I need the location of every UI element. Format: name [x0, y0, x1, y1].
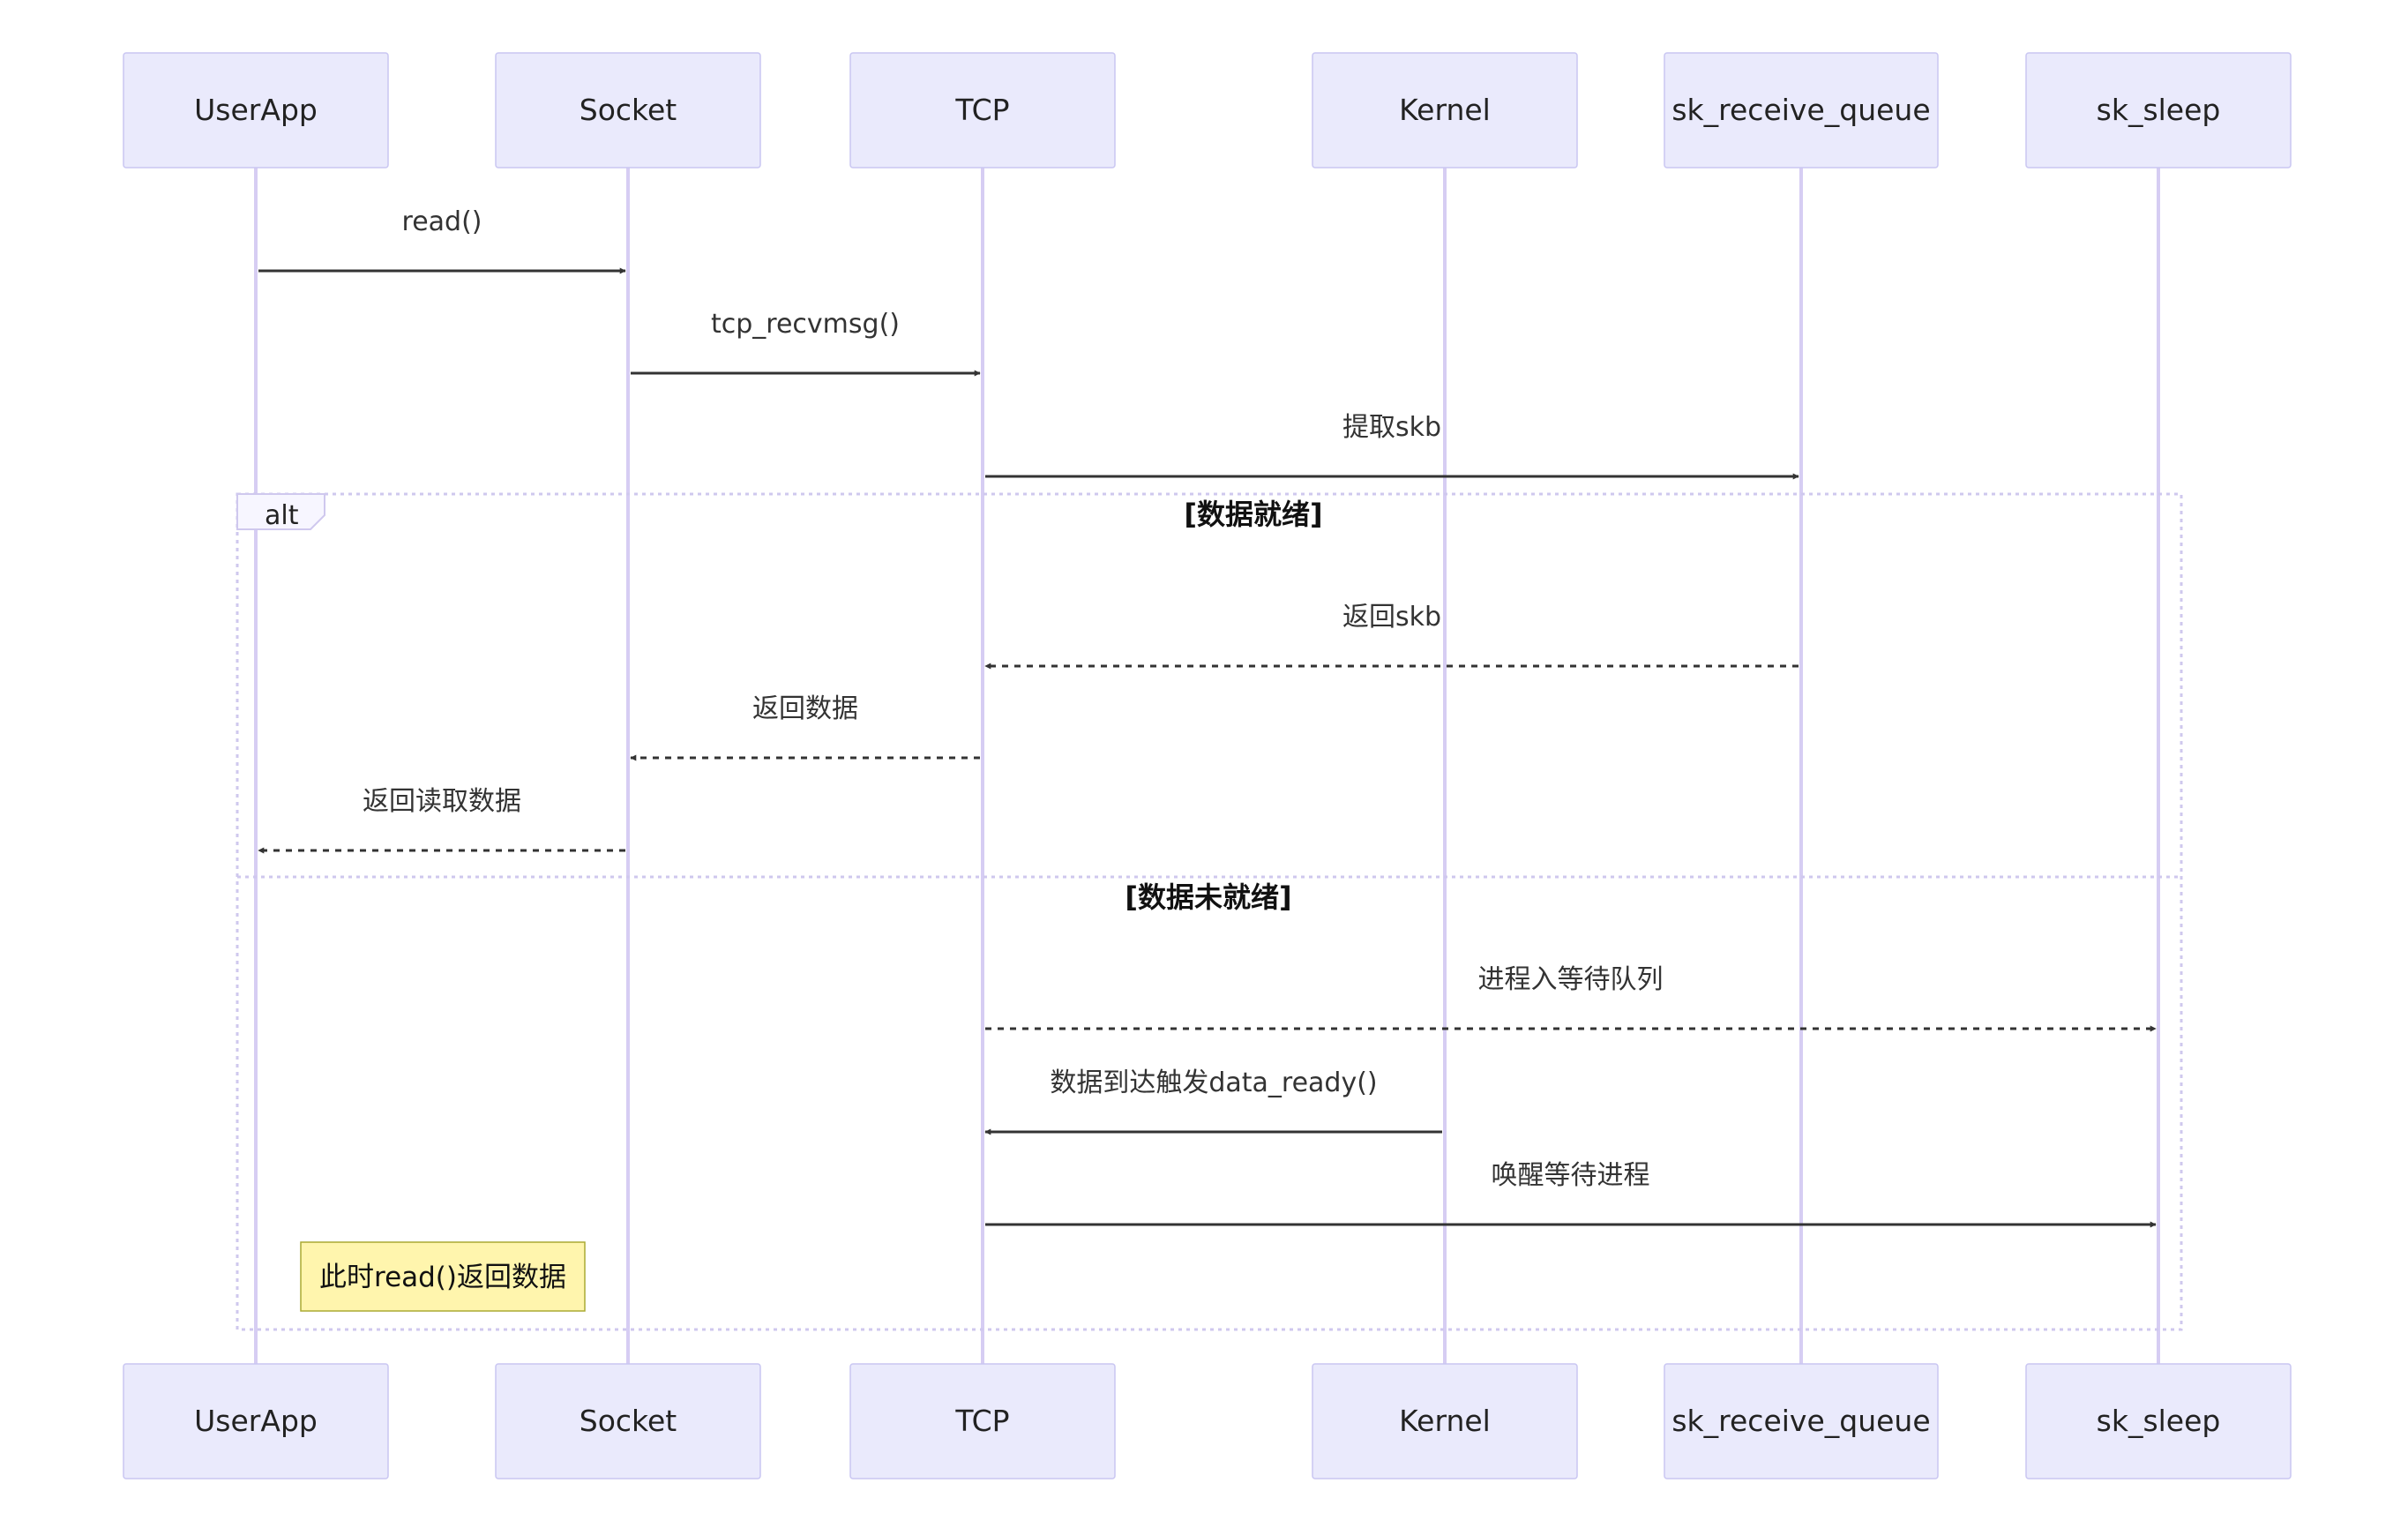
message-label: tcp_recvmsg()	[711, 309, 900, 340]
message-1: tcp_recvmsg()	[631, 309, 981, 377]
message-2: 提取skb	[985, 412, 1799, 480]
participant-label: sk_receive_queue	[1671, 1404, 1930, 1438]
message-7: 数据到达触发data_ready()	[984, 1067, 1442, 1135]
participant-top-sk_receive_queue: sk_receive_queue	[1664, 52, 1939, 169]
participant-label: UserApp	[194, 1404, 318, 1438]
participant-box	[849, 52, 1116, 169]
participant-box	[2025, 52, 2292, 169]
message-3: 返回skb	[984, 602, 1799, 670]
alt-frame-tab	[236, 493, 325, 530]
participant-bottom-TCP: TCP	[849, 1363, 1116, 1479]
participant-box	[123, 52, 389, 169]
alt-frame: alt [数据就绪] [数据未就绪]	[236, 492, 2183, 1331]
participant-top-UserApp: UserApp	[123, 52, 389, 169]
participant-bottom-sk_receive_queue: sk_receive_queue	[1664, 1363, 1939, 1479]
alt-frame-tag: alt	[265, 500, 299, 531]
participant-box	[495, 1363, 761, 1479]
message-6: 进程入等待队列	[985, 964, 2157, 1032]
participant-box	[1312, 1363, 1578, 1479]
participant-box	[1312, 52, 1578, 169]
message-8: 唤醒等待进程	[985, 1160, 2157, 1228]
participant-bottom-sk_sleep: sk_sleep	[2025, 1363, 2292, 1479]
message-4: 返回数据	[630, 693, 980, 761]
participant-top-Socket: Socket	[495, 52, 761, 169]
message-label: 返回skb	[1342, 602, 1441, 633]
alt-frame-border	[236, 492, 2183, 1331]
participant-bottom-Kernel: Kernel	[1312, 1363, 1578, 1479]
participant-top-TCP: TCP	[849, 52, 1116, 169]
message-label: 返回读取数据	[363, 786, 521, 817]
participant-label: sk_sleep	[2097, 93, 2221, 127]
participant-label: sk_receive_queue	[1671, 93, 1930, 127]
note: 此时read()返回数据	[300, 1241, 586, 1312]
message-label: read()	[402, 206, 482, 237]
participant-label: UserApp	[194, 93, 318, 127]
participant-box	[1664, 52, 1939, 169]
participant-label: Kernel	[1399, 1404, 1491, 1438]
participant-label: Socket	[580, 93, 677, 127]
participant-label: TCP	[954, 1404, 1009, 1438]
participant-box	[123, 1363, 389, 1479]
message-label: 唤醒等待进程	[1492, 1160, 1650, 1191]
participant-label: Kernel	[1399, 93, 1491, 127]
note-box	[300, 1241, 586, 1312]
participant-label: sk_sleep	[2097, 1404, 2221, 1438]
message-0: read()	[258, 206, 626, 274]
message-label: 返回数据	[752, 693, 858, 724]
message-5: 返回读取数据	[258, 786, 625, 854]
participant-bottom-Socket: Socket	[495, 1363, 761, 1479]
alt-condition-ready: [数据就绪]	[1184, 498, 1322, 531]
note-text: 此时read()返回数据	[319, 1262, 566, 1293]
participant-bottom-UserApp: UserApp	[123, 1363, 389, 1479]
message-label: 进程入等待队列	[1478, 964, 1664, 995]
participant-box	[495, 52, 761, 169]
participant-label: TCP	[954, 93, 1009, 127]
participant-label: Socket	[580, 1404, 677, 1438]
participant-box	[849, 1363, 1116, 1479]
message-label: 提取skb	[1342, 412, 1441, 443]
alt-condition-not-ready: [数据未就绪]	[1125, 880, 1291, 914]
message-label: 数据到达触发data_ready()	[1050, 1067, 1377, 1098]
participant-box	[1664, 1363, 1939, 1479]
participant-top-sk_sleep: sk_sleep	[2025, 52, 2292, 169]
participant-box	[2025, 1363, 2292, 1479]
participant-top-Kernel: Kernel	[1312, 52, 1578, 169]
